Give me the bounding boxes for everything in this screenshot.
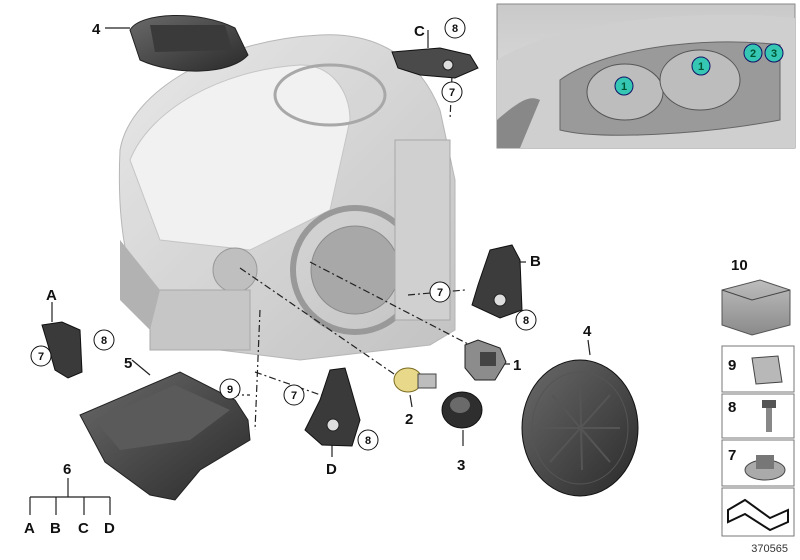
svg-text:3: 3 [771, 48, 777, 60]
svg-text:7: 7 [728, 447, 736, 464]
cover-cap-top [129, 14, 249, 72]
svg-text:1: 1 [698, 61, 704, 73]
circled-7-top: 7 [441, 81, 463, 103]
headlight-housing [118, 34, 456, 361]
svg-text:9: 9 [227, 384, 233, 396]
callout-6: 6 [63, 461, 71, 478]
legend-part-10: 10 [721, 257, 791, 336]
circled-7-d: 7 [283, 384, 305, 406]
svg-text:8: 8 [728, 399, 736, 416]
tree-label-C: C [78, 520, 89, 537]
callout-3: 3 [457, 457, 465, 474]
lamp-holder-part-3 [441, 391, 483, 429]
inset-marker-3: 3 [764, 43, 784, 63]
circled-8-a: 8 [93, 329, 115, 351]
callout-2: 2 [405, 411, 413, 428]
callout-B: B [530, 253, 541, 270]
set-6-tree [29, 478, 111, 515]
circled-8-d: 8 [357, 429, 379, 451]
svg-text:9: 9 [728, 357, 736, 374]
callout-C: C [414, 23, 425, 40]
callout-A: A [46, 287, 57, 304]
callout-5: 5 [124, 355, 132, 372]
circled-7-a: 7 [30, 345, 52, 367]
svg-text:2: 2 [750, 48, 756, 60]
svg-text:10: 10 [731, 257, 748, 274]
reference-number: 370565 [751, 543, 788, 555]
circled-9: 9 [219, 378, 241, 400]
svg-text:8: 8 [452, 23, 458, 35]
svg-text:1: 1 [621, 81, 627, 93]
bracket-b [471, 244, 523, 319]
bracket-a [41, 321, 83, 379]
callout-D: D [326, 461, 337, 478]
inset-marker-1a: 1 [614, 76, 634, 96]
callout-1: 1 [513, 357, 521, 374]
circled-8-b: 8 [515, 309, 537, 331]
inset-marker-1b: 1 [691, 56, 711, 76]
svg-text:8: 8 [523, 315, 529, 327]
bulb-part-2 [393, 367, 437, 393]
bracket-c [391, 47, 479, 79]
tree-label-D: D [104, 520, 115, 537]
svg-text:8: 8 [101, 335, 107, 347]
svg-text:7: 7 [38, 351, 44, 363]
inset-photo [496, 3, 796, 149]
legend-part-8-screw: 8 [728, 399, 776, 432]
svg-text:7: 7 [291, 390, 297, 402]
svg-text:7: 7 [437, 287, 443, 299]
round-cover-cap-part-4 [521, 359, 639, 497]
legend-part-9-clip-nut: 9 [728, 355, 783, 385]
legend-notch-symbol [727, 498, 789, 532]
legend-part-7-clip: 7 [728, 447, 786, 481]
callout-4-top: 4 [92, 21, 101, 38]
svg-text:7: 7 [449, 87, 455, 99]
bulb-socket-part-1 [464, 339, 507, 381]
tree-label-A: A [24, 520, 35, 537]
tree-label-B: B [50, 520, 61, 537]
inset-marker-2: 2 [743, 43, 763, 63]
circled-8-top: 8 [444, 17, 466, 39]
housing-cover-part-5 [79, 371, 251, 501]
bracket-d [304, 367, 361, 447]
callout-4-cap: 4 [583, 323, 592, 340]
svg-text:8: 8 [365, 435, 371, 447]
circled-7-b: 7 [429, 281, 451, 303]
